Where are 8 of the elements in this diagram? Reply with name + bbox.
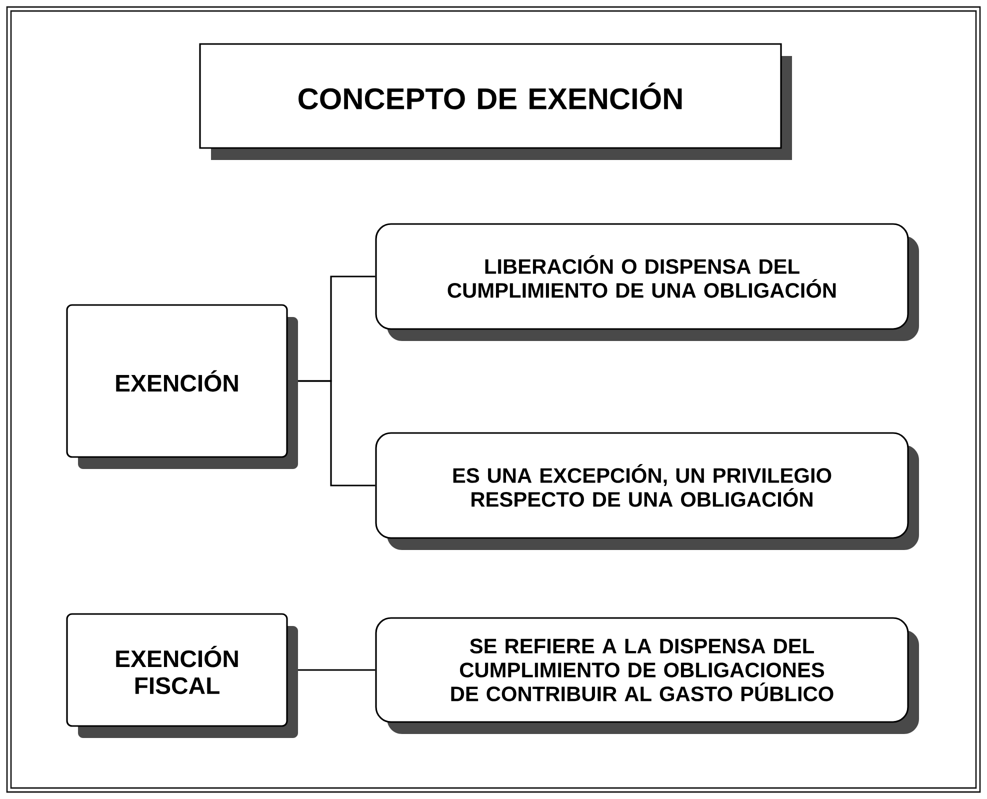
definition-box: LIBERACIÓN O DISPENSA DEL CUMPLIMIENTO DE UNA OBLIGACIÓN (375, 223, 919, 341)
concept-box: EXENCIÓN (66, 304, 298, 469)
concept-box: EXENCIÓN FISCAL (66, 613, 298, 738)
connector-line (298, 669, 376, 671)
title-box: CONCEPTO DE EXENCIÓN (199, 43, 792, 160)
connector-line (298, 380, 376, 486)
definition-box: SE REFIERE A LA DISPENSA DEL CUMPLIMIENTO DE OBLIGACIONES DE CONTRIBUIR AL GASTO PÚBLICO (375, 617, 919, 734)
definition-box: ES UNA EXCEPCIÓN, UN PRIVILEGIO RESPECTO DE UNA OBLIGACIÓN (375, 432, 919, 550)
